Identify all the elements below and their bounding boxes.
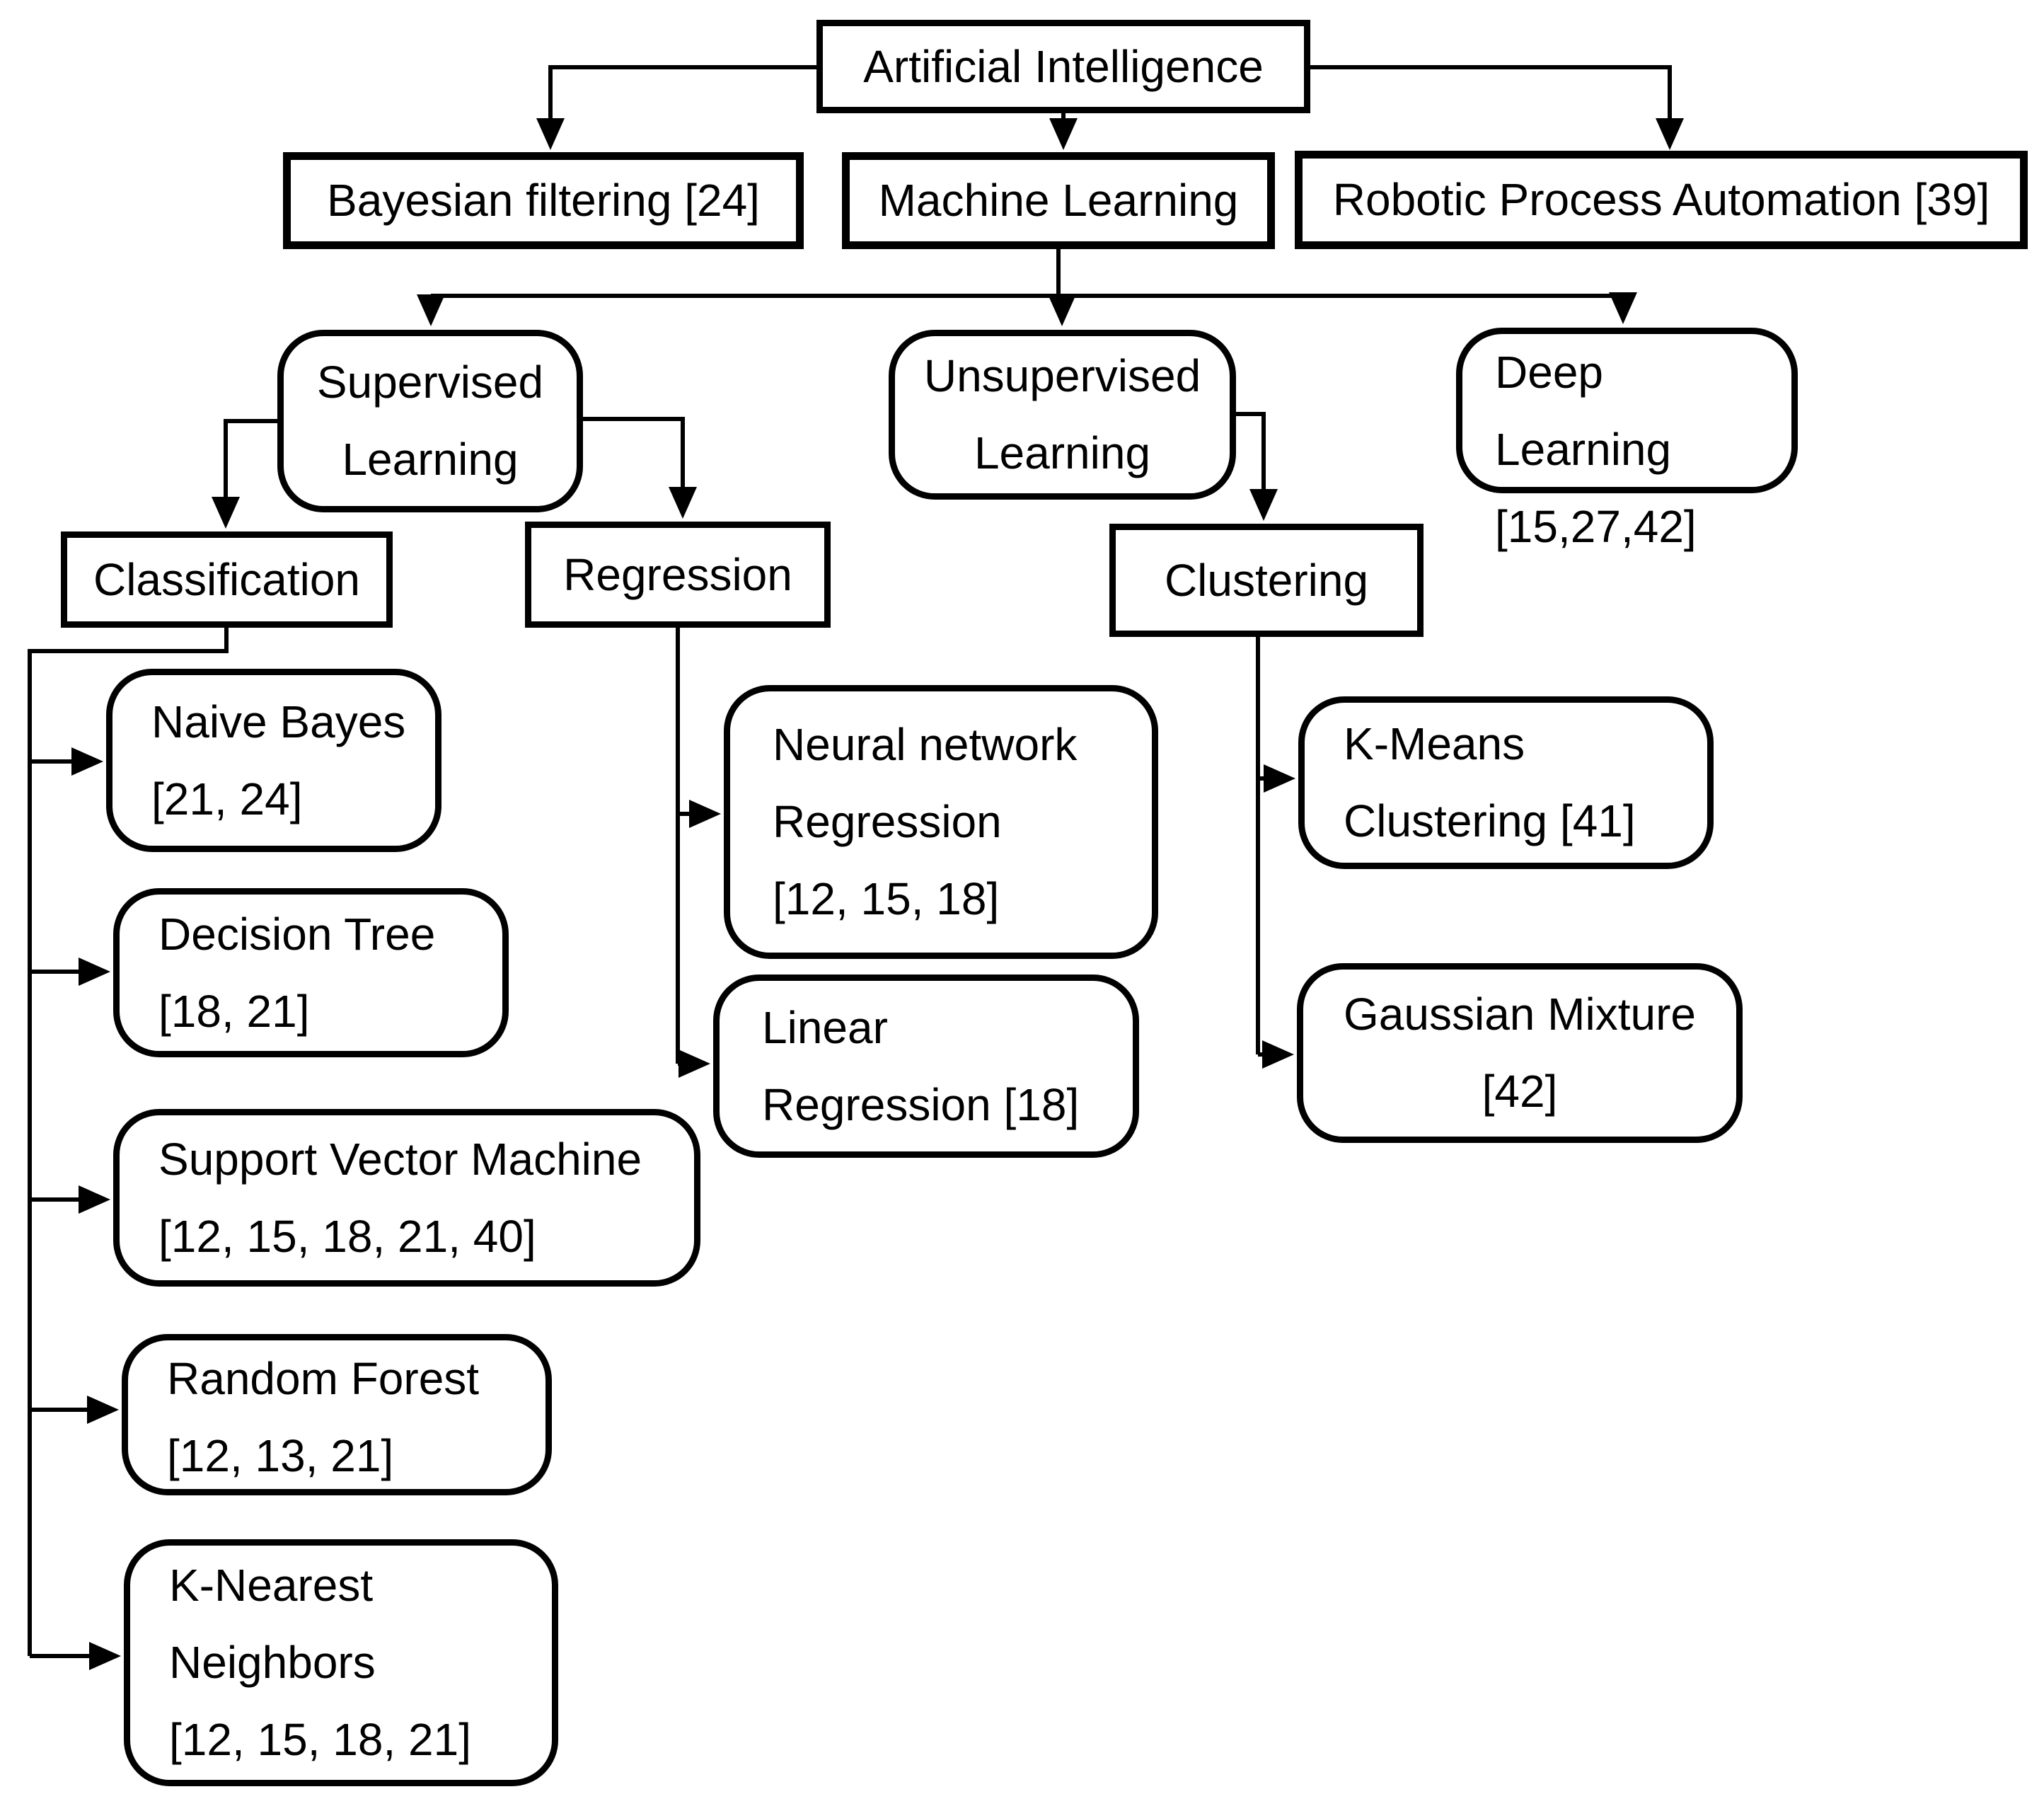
arrowhead-down-icon <box>417 294 445 326</box>
edge-line <box>224 419 279 497</box>
node-bayesian-filtering: Bayesian filtering [24] <box>283 152 804 249</box>
node-gaussian-mixture: Gaussian Mixture [42] <box>1297 963 1743 1143</box>
edge-line <box>1310 65 1672 118</box>
arrowhead-right-icon <box>79 1185 110 1214</box>
node-decision-tree: Decision Tree [18, 21] <box>113 888 509 1057</box>
arrowhead-down-icon <box>1249 489 1278 521</box>
edge-ai-to-robotic-process-automation <box>1310 65 1684 150</box>
node-unsupervised-learning: Unsupervised Learning <box>889 330 1236 500</box>
node-artificial-intelligence: Artificial Intelligence <box>816 20 1310 113</box>
edge-ai-to-bayesian-filtering <box>536 65 816 150</box>
edge-classification-to-leaves <box>28 626 229 1670</box>
node-support-vector-machine: Support Vector Machine [12, 15, 18, 21, … <box>113 1109 700 1287</box>
arrowhead-down-icon <box>536 118 565 150</box>
edge-line <box>582 417 685 487</box>
arrowhead-right-icon <box>679 1050 710 1078</box>
node-naive-bayes: Naive Bayes [21, 24] <box>106 669 441 852</box>
node-machine-learning: Machine Learning <box>842 152 1275 249</box>
edge-machine-learning-to-children <box>417 249 1637 326</box>
node-k-means-clustering: K-Means Clustering [41] <box>1298 696 1714 869</box>
arrowhead-right-icon <box>89 1642 121 1670</box>
arrowhead-down-icon <box>669 487 697 519</box>
edge-ai-to-machine-learning <box>1049 112 1078 150</box>
arrowhead-down-icon <box>1609 292 1637 324</box>
edge-regression-to-leaves <box>676 626 721 1078</box>
edge-spine <box>28 626 229 1656</box>
arrowhead-down-icon <box>1048 294 1076 326</box>
arrowhead-right-icon <box>1264 764 1295 793</box>
edge-line <box>431 249 1623 298</box>
node-robotic-process-automation: Robotic Process Automation [39] <box>1295 151 2028 249</box>
arrowhead-down-icon <box>1656 118 1684 150</box>
arrowhead-right-icon <box>689 800 721 828</box>
node-random-forest: Random Forest [12, 13, 21] <box>122 1334 552 1495</box>
edge-supervised-to-classification <box>212 419 279 529</box>
node-regression: Regression <box>525 522 831 628</box>
edge-supervised-to-regression <box>582 417 697 519</box>
node-supervised-learning: Supervised Learning <box>277 330 583 512</box>
arrowhead-right-icon <box>87 1396 119 1424</box>
node-linear-regression: Linear Regression [18] <box>713 975 1139 1158</box>
node-deep-learning: Deep Learning [15,27,42] <box>1456 328 1798 552</box>
edge-line <box>548 65 816 118</box>
arrowhead-down-icon <box>1049 118 1078 150</box>
edge-clustering-to-leaves <box>1256 636 1295 1069</box>
node-clustering: Clustering <box>1109 524 1424 637</box>
edge-line <box>1235 412 1266 489</box>
node-classification: Classification <box>61 531 393 628</box>
arrowhead-right-icon <box>79 958 110 986</box>
arrowhead-right-icon <box>1262 1040 1294 1069</box>
edge-unsupervised-to-clustering <box>1235 412 1278 521</box>
arrowhead-down-icon <box>212 497 240 529</box>
arrowhead-right-icon <box>71 747 103 776</box>
node-neural-network-regression: Neural network Regression [12, 15, 18] <box>724 685 1158 959</box>
node-k-nearest-neighbors: K-Nearest Neighbors [12, 15, 18, 21] <box>124 1539 558 1786</box>
